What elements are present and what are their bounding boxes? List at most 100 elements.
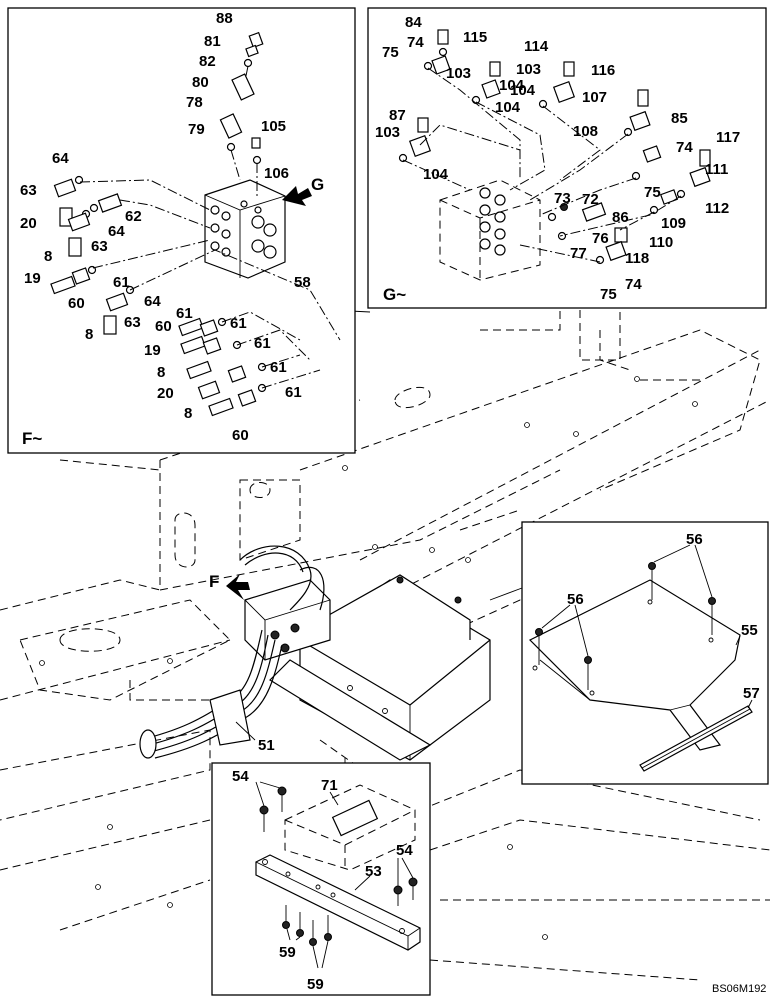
view-G-pipe-routes: [402, 67, 682, 263]
callout-label: 104: [510, 82, 536, 99]
callout-label: 75: [644, 184, 661, 201]
callout-label: 53: [365, 863, 382, 880]
callout-label: 60: [232, 427, 249, 444]
bracket-detail-labels: 54 71 53 54 59 59: [232, 768, 413, 993]
callout-label: 78: [186, 94, 203, 111]
callout-label: 56: [686, 531, 703, 548]
callout-line-cover: [489, 587, 523, 601]
callout-label: 75: [600, 286, 617, 303]
callout-label: 61: [230, 315, 247, 332]
view-arrow-F-label: F: [209, 572, 219, 591]
callout-label: 104: [495, 99, 521, 116]
callout-label: 61: [254, 335, 271, 352]
bracket-leaders: [255, 781, 414, 969]
callout-label: 75: [382, 44, 399, 61]
view-F-frame: [7, 7, 356, 454]
cover-leaders: [541, 544, 753, 709]
callout-label: 72: [582, 191, 599, 208]
callout-label: 20: [20, 215, 37, 232]
callout-label: 87: [389, 107, 406, 124]
callout-label: 61: [176, 305, 193, 322]
callout-label: 55: [741, 622, 758, 639]
bracket-detail-frame: [211, 762, 431, 996]
arrow-F: [226, 574, 250, 600]
callout-label: 103: [375, 124, 400, 141]
callout-label: 104: [499, 77, 525, 94]
callout-label: 62: [125, 208, 142, 225]
callout-label: 54: [396, 842, 413, 859]
callout-label: 103: [516, 61, 541, 78]
callout-label: 54: [232, 768, 249, 785]
cover-detail-labels: 56 56 55 57: [567, 531, 760, 702]
callout-label: 74: [676, 139, 693, 156]
callout-label: 112: [705, 200, 729, 217]
view-G-fittings: [398, 29, 711, 265]
callout-label: 8: [85, 326, 93, 343]
callout-label: 74: [625, 276, 642, 293]
callout-label: 51: [258, 737, 275, 754]
machine-frame-holes: [39, 376, 698, 940]
cover-bolts: [535, 562, 716, 690]
callout-label: 107: [582, 89, 607, 106]
callout-label: 73: [554, 190, 571, 207]
callout-label: 8: [157, 364, 165, 381]
callout-label: 8: [44, 248, 52, 265]
callout-label: 114: [524, 38, 549, 55]
seal-strip: [639, 705, 753, 772]
callout-label: 63: [20, 182, 37, 199]
callout-label: 71: [321, 777, 338, 794]
callout-label: 105: [261, 118, 286, 135]
callout-label: 61: [285, 384, 302, 401]
callout-label: 59: [279, 944, 296, 961]
view-F-caption: F~: [22, 429, 42, 448]
callout-label: 58: [294, 274, 311, 291]
view-F-fittings: [50, 31, 267, 417]
callout-label: 76: [592, 230, 609, 247]
callout-label: 110: [649, 234, 673, 251]
callout-label: 111: [705, 161, 728, 178]
callout-label: 61: [270, 359, 287, 376]
callout-label: 118: [625, 250, 649, 267]
callout-label: 116: [591, 62, 615, 79]
callout-label: 115: [463, 29, 487, 46]
valve-block-main: [244, 579, 331, 661]
hose-bundle: [139, 545, 325, 759]
callout-label: 81: [204, 33, 221, 50]
view-G-labels: 8474751031151041141031041161078710310410…: [375, 14, 740, 303]
callout-label: 61: [113, 274, 130, 291]
arrow-G: [282, 186, 312, 206]
callout-label: 64: [108, 223, 125, 240]
callout-label: 57: [743, 685, 760, 702]
bracket-plate: [255, 854, 421, 951]
callout-label: 56: [567, 591, 584, 608]
callout-label: 64: [52, 150, 69, 167]
callout-label: 104: [423, 166, 449, 183]
callout-label: 86: [612, 209, 629, 226]
callout-label: 19: [144, 342, 161, 359]
callout-label: 85: [671, 110, 688, 127]
view-G-valve-block: [439, 179, 541, 281]
callout-label: 79: [188, 121, 205, 138]
control-unit-box: [269, 574, 491, 761]
view-F-pipe-routes: [79, 65, 341, 389]
callout-label: 59: [307, 976, 324, 993]
bracket-bolts: [259, 786, 418, 946]
callout-label: 80: [192, 74, 209, 91]
callout-label: 63: [124, 314, 141, 331]
relay-module: [284, 784, 416, 871]
leader-51: [235, 721, 256, 741]
view-F-valve-block: [204, 179, 286, 279]
callout-label: 63: [91, 238, 108, 255]
cover-plate: [528, 579, 741, 751]
callout-label: 88: [216, 10, 233, 27]
drawing-code: BS06M192: [712, 983, 766, 995]
callout-label: 109: [661, 215, 686, 232]
callout-label: 74: [407, 34, 424, 51]
callout-label: 84: [405, 14, 422, 31]
callout-label: 82: [199, 53, 216, 70]
callout-label: 103: [446, 65, 471, 82]
view-G-caption: G~: [383, 285, 406, 304]
callout-label: 117: [716, 129, 740, 146]
